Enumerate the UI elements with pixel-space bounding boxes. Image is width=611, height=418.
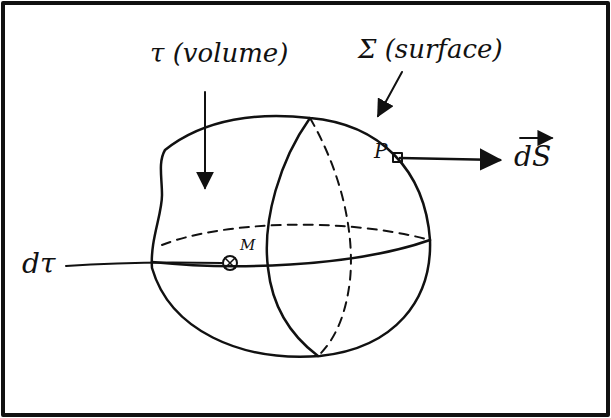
volume-leader [204,92,206,188]
point-m [223,256,237,270]
point-label: P [374,141,387,161]
surface-leader [378,72,402,116]
point-m-cross [225,258,235,268]
surface-outline [152,116,430,357]
vector-overarrow [520,137,552,139]
volume-element-label: dτ [22,250,55,278]
frame [3,3,608,415]
normal-vector [400,158,500,160]
volume-element-leader [66,262,222,266]
equator-back [162,225,430,245]
vector-label: dS [514,143,551,171]
meridian-front [267,118,318,356]
meridian-back [310,118,351,356]
point-label: M [240,238,255,253]
volume-label: τ (volume) [150,40,288,66]
surface-label: Σ (surface) [358,36,503,62]
